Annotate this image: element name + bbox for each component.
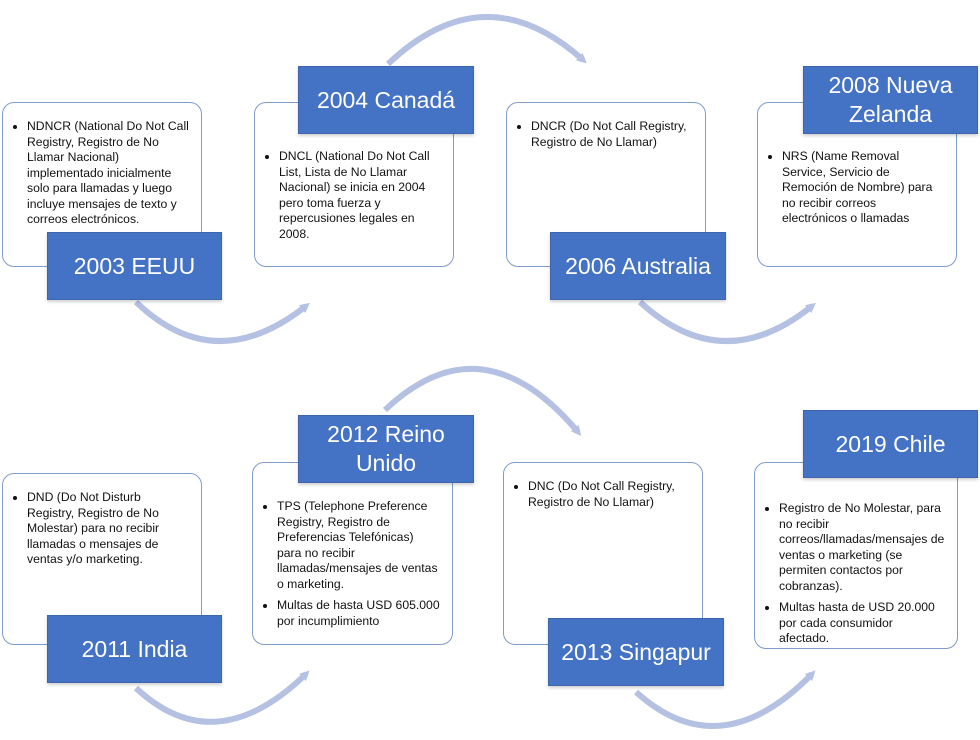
entry-bullet: TPS (Telephone Preference Registry, Regi…	[277, 499, 440, 592]
entry-card-reino-unido: TPS (Telephone Preference Registry, Regi…	[252, 462, 453, 645]
entry-bullet: Registro de No Molestar, para no recibir…	[779, 501, 945, 594]
entry-bullet: Multas de hasta USD 605.000 por incumpli…	[277, 598, 440, 629]
entry-bullet: DND (Do Not Disturb Registry, Registro d…	[27, 490, 189, 568]
arrow-eeuu-canada	[133, 299, 310, 344]
entry-bullet: Multas hasta de USD 20.000 por cada cons…	[779, 600, 945, 647]
year-label-india: 2011 India	[47, 615, 222, 683]
entry-bullet: DNCL (National Do Not Call List, Lista d…	[279, 149, 441, 242]
entry-bullet: NDNCR (National Do Not Call Registry, Re…	[27, 119, 189, 228]
entry-bullet: DNCR (Do Not Call Registry, Registro de …	[531, 119, 693, 150]
entry-bullet: DNC (Do Not Call Registry, Registro de N…	[528, 479, 690, 510]
year-label-chile: 2019 Chile	[803, 410, 978, 478]
year-label-australia: 2006 Australia	[550, 232, 726, 300]
year-label-nueva-zelanda: 2008 Nueva Zelanda	[803, 66, 978, 134]
year-label-canada: 2004 Canadá	[298, 66, 474, 134]
entry-card-singapur: DNC (Do Not Call Registry, Registro de N…	[503, 462, 703, 645]
year-label-eeuu: 2003 EEUU	[47, 232, 222, 300]
arrow-canada-australia	[385, 14, 587, 67]
year-label-reino-unido: 2012 Reino Unido	[298, 415, 474, 483]
year-label-singapur: 2013 Singapur	[548, 618, 724, 686]
arrow-australia-nz	[637, 299, 816, 344]
entry-card-chile: Registro de No Molestar, para no recibir…	[754, 462, 958, 649]
entry-bullet: NRS (Name Removal Service, Servicio de R…	[782, 149, 944, 227]
